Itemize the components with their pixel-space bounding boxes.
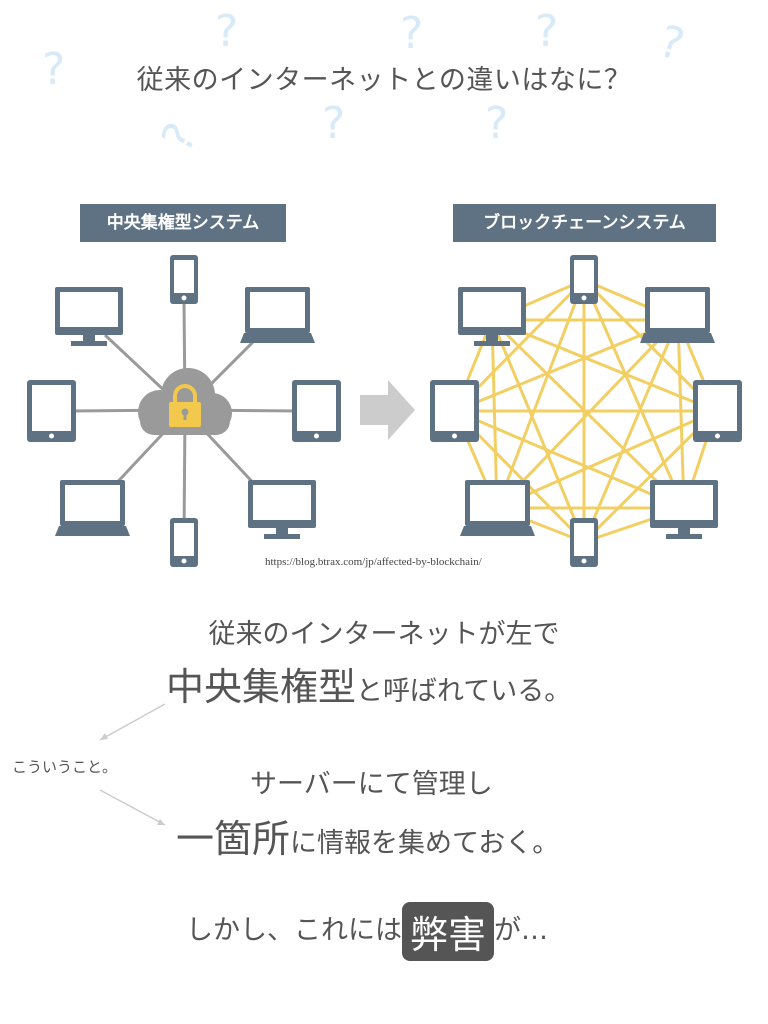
mesh-link <box>490 319 499 509</box>
mesh-link <box>491 318 717 413</box>
lock-icon <box>169 384 201 427</box>
monitor-icon <box>458 287 526 346</box>
blockchain-system-label: ブロックチェーンシステム <box>453 204 716 242</box>
page-title: 従来のインターネットとの違いはなに？ <box>136 65 632 96</box>
laptop-icon <box>640 287 715 343</box>
mesh-link <box>495 318 680 510</box>
explanation-line-1: 従来のインターネットが左で <box>208 619 560 650</box>
phone-icon <box>570 255 598 304</box>
pointer-arrows <box>99 703 166 826</box>
mesh-link <box>490 319 586 543</box>
aside-note: こういうこと。 <box>12 758 118 776</box>
explanation-line-5: しかし、これには弊害が… <box>186 902 548 961</box>
mesh-link <box>454 318 679 413</box>
emphasis-one-place: 一箇所 <box>176 817 291 861</box>
emphasis-centralized: 中央集権型 <box>166 665 357 709</box>
explanation-line-4: 一箇所に情報を集めておく。 <box>176 808 559 863</box>
network-diagram <box>27 255 742 567</box>
source-url: https://blog.btrax.com/jp/affected-by-bl… <box>265 556 482 568</box>
monitor-icon <box>248 480 316 539</box>
mesh-link <box>496 409 717 510</box>
drawback-badge: 弊害 <box>402 902 495 961</box>
phone-icon <box>570 518 598 567</box>
mesh-link <box>454 409 685 510</box>
monitor-icon <box>650 480 718 539</box>
tablet-icon <box>292 380 341 442</box>
mesh-link <box>582 279 686 509</box>
tablet-icon <box>693 380 742 442</box>
laptop-icon <box>460 480 535 536</box>
centralized-system-label: 中央集権型システム <box>80 204 286 242</box>
tablet-icon <box>430 380 479 442</box>
laptop-icon <box>240 287 315 343</box>
arrow-icon <box>360 380 415 440</box>
line-5-suffix: が… <box>494 915 549 946</box>
explanation-line-3: サーバーにて管理し <box>250 769 493 800</box>
mesh-link <box>582 319 680 543</box>
line-5-prefix: しかし、これには <box>186 915 402 946</box>
explanation-line-2: 中央集権型と呼ばれている。 <box>166 656 571 711</box>
mesh-connections <box>453 278 718 544</box>
mesh-link <box>676 319 686 509</box>
explanation-line-2-rest: と呼ばれている。 <box>356 676 572 707</box>
explanation-line-4-rest: に情報を集めておく。 <box>290 828 560 859</box>
